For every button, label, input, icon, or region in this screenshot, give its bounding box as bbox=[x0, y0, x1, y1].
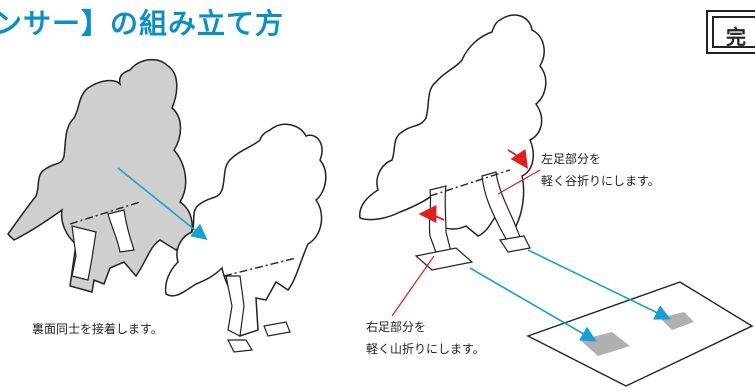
front-silhouette bbox=[164, 123, 327, 338]
completion-badge: 完 bbox=[706, 10, 755, 54]
foot-to-base-arrow-right bbox=[527, 249, 671, 320]
backside-fold-line bbox=[69, 201, 141, 225]
backside-leg-left bbox=[71, 225, 97, 281]
figure-backside bbox=[7, 58, 193, 293]
assembled-foot-left bbox=[414, 247, 474, 271]
figure-front bbox=[164, 123, 327, 353]
left-foot-instruction-line1: 左足部分を bbox=[541, 152, 602, 166]
assembled-silhouette bbox=[359, 14, 547, 237]
front-foot-right bbox=[263, 321, 291, 337]
assembled-fold-line bbox=[429, 169, 511, 197]
badge-inner-frame bbox=[712, 16, 755, 48]
badge-text: 完 bbox=[726, 25, 746, 49]
glue-arrow bbox=[117, 167, 208, 241]
right-foot-instruction-line2: 軽く山折りにします。 bbox=[366, 342, 485, 356]
right-foot-leader-line bbox=[391, 255, 435, 317]
base-board bbox=[526, 281, 754, 387]
right-foot-fold-arrow bbox=[418, 205, 445, 224]
foot-to-base-arrow-left bbox=[469, 267, 597, 342]
figure-assembled bbox=[359, 14, 547, 271]
base-board-outline bbox=[526, 281, 754, 387]
left-foot-instruction-line2: 軽く谷折りにします。 bbox=[541, 174, 660, 188]
front-fold-line bbox=[223, 257, 297, 277]
right-foot-instruction-line1: 右足部分を bbox=[366, 320, 427, 334]
assembled-foot-right bbox=[498, 235, 531, 253]
left-foot-leader-line bbox=[497, 169, 541, 195]
front-leg bbox=[225, 275, 245, 337]
glue-instruction: 裏面同士を接着します。 bbox=[32, 322, 163, 336]
left-foot-fold-arrow bbox=[507, 149, 528, 169]
page-title: ンサー】の組み立て方 bbox=[0, 7, 285, 40]
front-foot-left bbox=[227, 339, 253, 353]
backside-silhouette bbox=[7, 58, 193, 293]
backside-leg-right bbox=[107, 209, 135, 253]
